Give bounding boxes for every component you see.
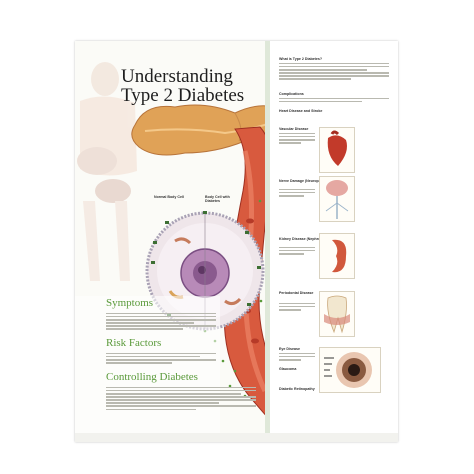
nerve-damage-heading: Nerve Damage (Neuropathy) xyxy=(279,179,328,183)
normal-cell-label: Normal Body Cell xyxy=(154,195,184,199)
heart-illustration xyxy=(319,127,355,173)
anatomy-poster: Understanding Type 2 Diabetes Normal Bod… xyxy=(75,41,398,442)
heart-disease-heading: Heart Disease and Stroke xyxy=(279,109,323,113)
what-is-text-block xyxy=(279,63,389,81)
eye-text-block xyxy=(279,353,315,362)
what-is-heading: What is Type 2 Diabetes? xyxy=(279,57,323,61)
symptoms-text-block xyxy=(106,313,216,331)
eye-illustration xyxy=(319,347,381,393)
complications-heading: Complications xyxy=(279,92,304,96)
complications-text-block xyxy=(279,98,389,104)
kidney-illustration xyxy=(319,233,355,279)
nerve-text-block xyxy=(279,189,315,198)
periodontal-text-block xyxy=(279,303,315,312)
controlling-text-block xyxy=(106,387,256,412)
vascular-disease-heading: Vascular Disease xyxy=(279,127,309,131)
retinopathy-heading: Diabetic Retinopathy xyxy=(279,387,315,391)
vascular-text-block xyxy=(279,133,315,145)
poster-title-line2: Type 2 Diabetes xyxy=(121,85,245,106)
risk-factors-text-block xyxy=(106,353,216,365)
kidney-disease-heading: Kidney Disease (Nephropathy) xyxy=(279,237,332,241)
kidney-text-block xyxy=(279,247,315,256)
brain-nerve-illustration xyxy=(319,176,355,222)
eye-disease-heading: Eye Disease xyxy=(279,347,300,351)
tooth-illustration xyxy=(319,291,355,337)
glaucoma-heading: Glaucoma xyxy=(279,367,297,371)
controlling-diabetes-heading: Controlling Diabetes xyxy=(106,371,198,383)
diabetic-cell-label: Body Cell with Diabetes xyxy=(205,195,230,203)
periodontal-disease-heading: Periodontal Disease xyxy=(279,291,314,295)
risk-factors-heading: Risk Factors xyxy=(106,337,162,349)
body-silhouette-figure xyxy=(77,62,137,281)
symptoms-heading: Symptoms xyxy=(106,297,154,309)
poster-title-line1: Understanding xyxy=(121,66,233,87)
